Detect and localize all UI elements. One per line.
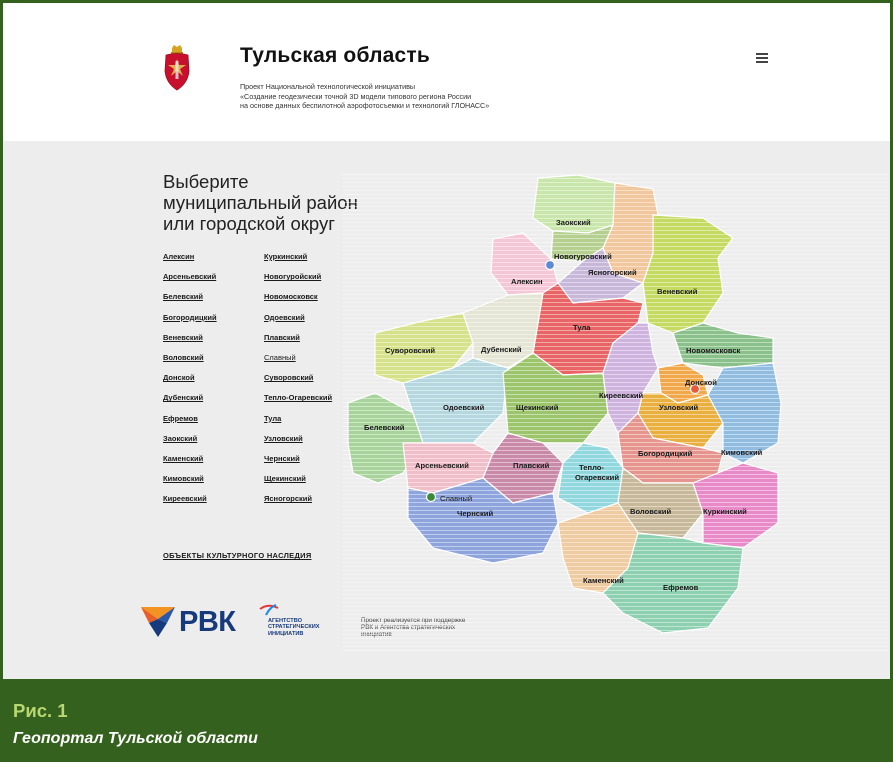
rvk-logo-text: РВК	[179, 605, 236, 638]
map-label-novomoskovsk: Новомосковск	[686, 346, 741, 355]
map-label-zaoksky: Заокский	[556, 218, 591, 227]
district-link[interactable]: Куркинский	[264, 252, 308, 261]
map-label-aleksin: Алексин	[511, 277, 543, 286]
map-label-tula: Тула	[573, 323, 591, 332]
map-label-uzlovsky: Узловский	[659, 403, 699, 412]
district-link[interactable]: Арсеньевский	[163, 272, 217, 282]
district-link[interactable]: Новомосковск	[264, 292, 318, 302]
map-label-chernsky: Чернский	[457, 509, 493, 518]
district-link[interactable]: Кимовский	[163, 474, 204, 484]
map-label-slavny: Славный	[440, 494, 472, 503]
map-label-odoevsky: Одоевский	[443, 403, 485, 412]
select-district-heading: Выберите муниципальный район или городск…	[163, 171, 358, 234]
subtitle-line: на основе данных беспилотной аэрофотосъе…	[240, 101, 490, 110]
map-label-belevsky: Белевский	[364, 423, 405, 432]
district-link[interactable]: Богородицкий	[163, 312, 217, 322]
map-label-teplo-1: Тепло-	[579, 463, 604, 472]
map-label-venevsky: Веневский	[657, 287, 698, 296]
district-link[interactable]: Чернский	[264, 453, 300, 463]
asi-text-line: ИНИЦИАТИВ	[268, 630, 304, 637]
district-link[interactable]: Плавский	[264, 332, 300, 342]
site-subtitle: Проект Национальной технологической иниц…	[240, 82, 600, 111]
map-label-efremov: Ефремов	[663, 583, 699, 592]
map-label-yasnogorsky: Ясногорский	[588, 268, 637, 277]
map-label-arsenyevsky: Арсеньевский	[415, 461, 469, 470]
map-label-donskoy: Донской	[685, 378, 717, 387]
region-map[interactable]: Заокский Новогуровский Ясногорский Алекс…	[343, 173, 888, 653]
district-link[interactable]: Киреевский	[163, 494, 207, 504]
site-title: Тульская область	[240, 44, 431, 67]
heading-line: муниципальный район	[163, 192, 358, 213]
figure-number: Рис. 1	[13, 700, 68, 721]
district-link[interactable]: Воловский	[163, 352, 204, 362]
district-link[interactable]: Одоевский	[264, 312, 305, 322]
district-link[interactable]: Ясногорский	[264, 494, 313, 504]
asi-logo-icon[interactable]	[258, 603, 348, 643]
district-link[interactable]: Узловский	[264, 433, 303, 443]
map-label-plavsky: Плавский	[513, 461, 550, 470]
map-marker-novogurovsky[interactable]	[544, 259, 556, 271]
district-link[interactable]: Новогуройский	[264, 272, 322, 282]
map-label-kireevsky: Киреевский	[599, 391, 644, 400]
district-link[interactable]: Заокский	[163, 433, 198, 443]
figure-caption: Геопортал Тульской области	[13, 730, 258, 747]
subtitle-line: Проект Национальной технологической иниц…	[240, 82, 416, 91]
map-label-teplo-2: Огаревский	[575, 473, 619, 482]
map-label-kamensky: Каменский	[583, 576, 624, 585]
map-label-volovsky: Воловский	[630, 507, 671, 516]
district-venevsky[interactable]	[642, 214, 734, 334]
map-label-suvorovsky: Суворовский	[385, 346, 435, 355]
district-link[interactable]: Славный	[264, 352, 296, 362]
district-list-left: Алексин Арсеньевский Белевский Богородиц…	[163, 252, 258, 514]
district-link[interactable]: Щекинский	[264, 474, 306, 484]
map-label-shchekinsky: Щекинский	[516, 403, 559, 412]
district-link[interactable]: Тула	[264, 413, 282, 423]
district-link[interactable]: Белевский	[163, 292, 203, 302]
heading-line: или городской округ	[163, 213, 335, 234]
tula-coat-of-arms-icon	[164, 45, 190, 91]
map-label-kurkinsky: Куркинский	[703, 507, 747, 516]
map-marker-slavny[interactable]	[425, 491, 437, 503]
map-label-kimovsky: Кимовский	[721, 448, 763, 457]
map-label-novogurovsky: Новогуровский	[554, 252, 612, 261]
site-header: Тульская область Проект Национальной тех…	[3, 3, 890, 141]
map-label-dubensky: Дубенский	[481, 345, 522, 354]
menu-bar	[756, 53, 768, 55]
heading-line: Выберите	[163, 171, 249, 192]
menu-bar	[756, 61, 768, 63]
cultural-heritage-link[interactable]: ОБЪЕКТЫ КУЛЬТУРНОГО НАСЛЕДИЯ	[163, 551, 312, 560]
district-link[interactable]: Алексин	[163, 252, 195, 261]
map-marker-donskoy[interactable]	[689, 383, 701, 395]
figure-caption-bar: Рис. 1 Геопортал Тульской области	[3, 679, 890, 759]
rvk-mark-icon	[141, 607, 175, 637]
rvk-logo[interactable]: РВК	[141, 602, 236, 642]
map-label-bogoroditsky: Богородицкий	[638, 449, 693, 458]
district-link[interactable]: Суворовский	[264, 373, 314, 383]
hamburger-menu-icon[interactable]	[756, 53, 768, 63]
district-link[interactable]: Дубенский	[163, 393, 204, 403]
asi-text-line: СТРАТЕГИЧЕСКИХ	[268, 624, 320, 631]
district-link[interactable]: Каменский	[163, 453, 204, 463]
subtitle-line: «Создание геодезически точной 3D модели …	[240, 91, 472, 101]
menu-bar	[756, 57, 768, 59]
asi-logo-text: АГЕНТСТВО СТРАТЕГИЧЕСКИХ ИНИЦИАТИВ	[268, 618, 320, 637]
district-link[interactable]: Донской	[163, 373, 195, 383]
district-link[interactable]: Тепло-Огаревский	[264, 393, 333, 403]
district-link[interactable]: Ефремов	[163, 413, 198, 423]
asi-text-line: АГЕНТСТВО	[268, 618, 302, 624]
district-link[interactable]: Веневский	[163, 332, 203, 342]
district-list-right: Куркинский Новогуройский Новомосковск Од…	[264, 252, 359, 514]
